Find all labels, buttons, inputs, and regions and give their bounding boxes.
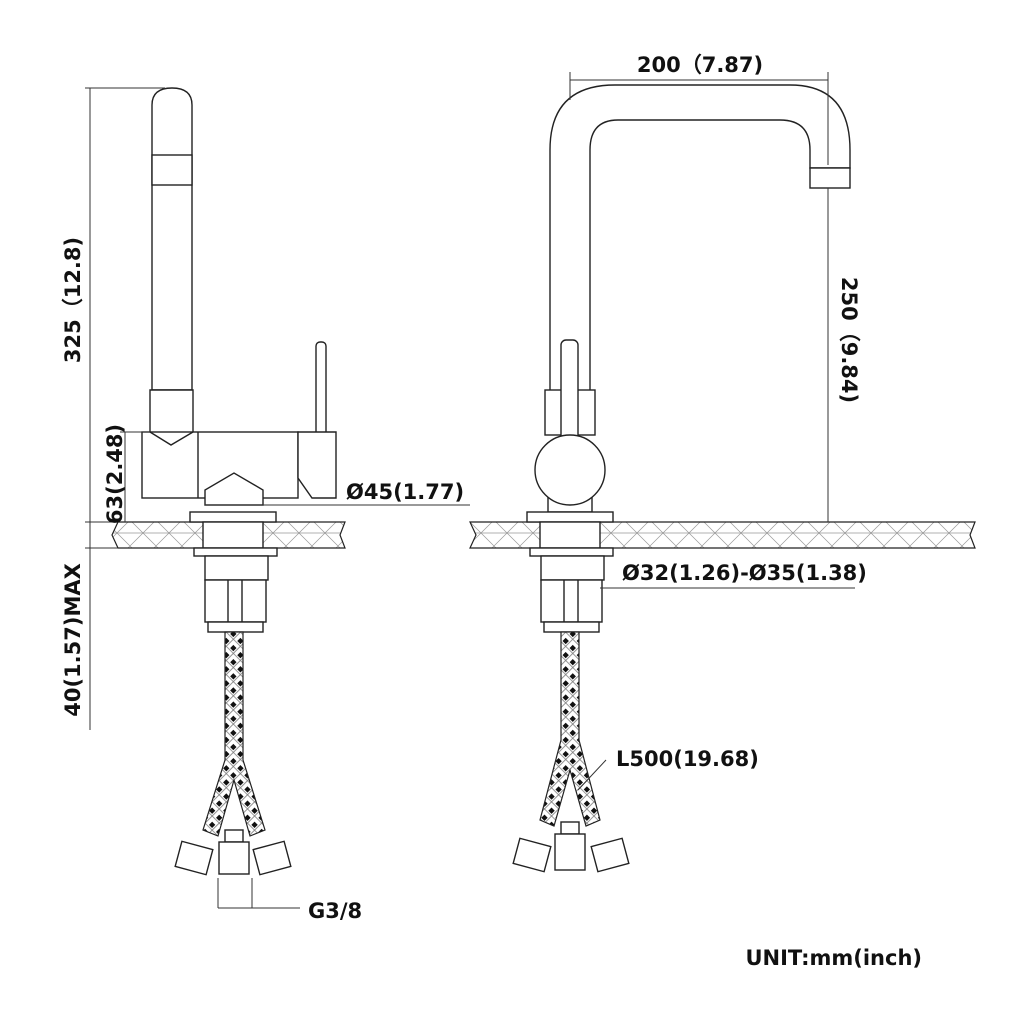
side-view: 325（12.8) 63(2.48) Ø45(1.77) 40(1.57)MAX…	[61, 87, 470, 923]
faucet-spout-front	[549, 84, 851, 431]
unit-label: UNIT:mm(inch)	[745, 946, 922, 970]
body-height-label: 63(2.48)	[103, 424, 127, 524]
body-diameter-label: Ø45(1.77)	[346, 480, 464, 504]
hose-length-label: L500(19.68)	[616, 747, 759, 771]
faucet-spout-side	[149, 87, 194, 446]
mounting-shank-front	[526, 511, 614, 633]
hoses-side	[174, 631, 292, 876]
spout-reach-label: 200（7.87)	[637, 53, 763, 77]
faucet-body-front	[534, 339, 606, 513]
spout-height-label: 250（9.84)	[837, 277, 861, 403]
mounting-hole-label: Ø32(1.26)-Ø35(1.38)	[622, 561, 867, 585]
faucet-body-side	[141, 341, 337, 506]
total-height-label: 325（12.8)	[61, 237, 85, 363]
hoses-front	[512, 631, 630, 873]
dimensions-side: 325（12.8) 63(2.48) Ø45(1.77) 40(1.57)MAX…	[61, 87, 470, 923]
deck-thickness-label: 40(1.57)MAX	[61, 563, 85, 717]
mounting-shank-side	[189, 511, 278, 633]
connector-label: G3/8	[308, 899, 362, 923]
dimensions-front: 200（7.87) 250（9.84) Ø32(1.26)-Ø35(1.38) …	[569, 53, 867, 791]
front-view: 200（7.87) 250（9.84) Ø32(1.26)-Ø35(1.38) …	[469, 53, 976, 873]
